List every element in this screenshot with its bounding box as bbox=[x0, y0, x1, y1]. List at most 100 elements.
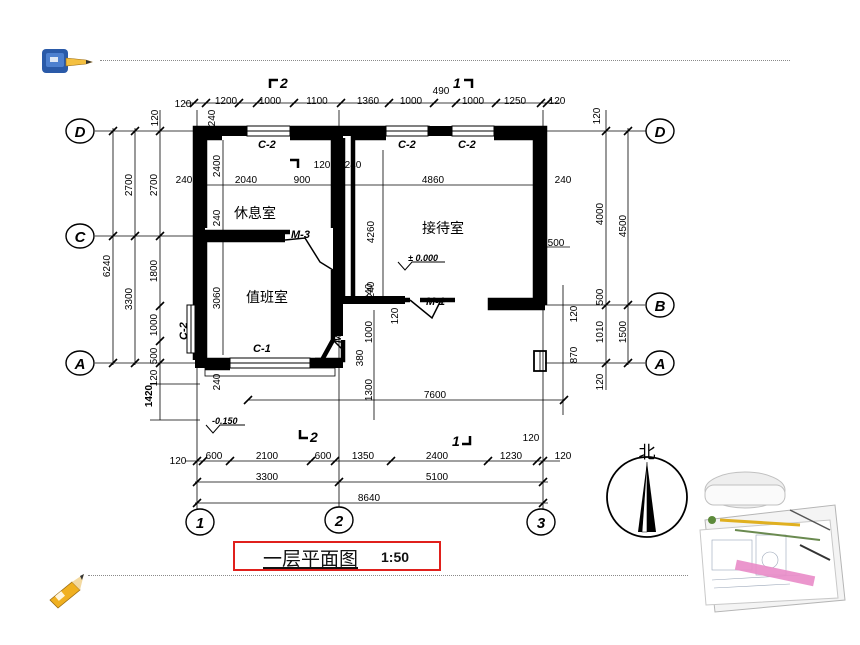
axis-b-right: B bbox=[655, 298, 666, 315]
dim-interior: 1000 bbox=[364, 320, 375, 343]
dim-bottom: 120 bbox=[523, 433, 540, 444]
dim-interior: 380 bbox=[355, 349, 366, 366]
section-1-bottom: 1 bbox=[452, 433, 460, 449]
stoop bbox=[204, 350, 547, 377]
dim-top: 490 bbox=[433, 86, 450, 97]
dim-bottom: 600 bbox=[315, 451, 332, 462]
dim-right: 120 bbox=[592, 107, 603, 124]
dim-interior: 120 bbox=[314, 160, 331, 171]
north-label: 北 bbox=[639, 443, 656, 463]
dim-interior: 240 bbox=[364, 283, 375, 300]
dim-right: 870 bbox=[569, 346, 580, 363]
axis-2: 2 bbox=[334, 513, 344, 530]
wall-poche bbox=[195, 126, 545, 368]
dim-left: 120 bbox=[149, 369, 160, 386]
dimension-ticks bbox=[108, 98, 633, 508]
dim-interior: 240 bbox=[366, 281, 377, 298]
dim-left: 6240 bbox=[102, 254, 113, 277]
dim-left: 3300 bbox=[124, 287, 135, 310]
dim-top: 1200 bbox=[215, 96, 238, 107]
dim-interior: 4860 bbox=[422, 175, 445, 186]
level-outdoor: -0.150 bbox=[212, 416, 238, 426]
pencil-icon bbox=[49, 574, 84, 609]
section-2-bottom: 2 bbox=[309, 429, 318, 445]
dim-left: 1000 bbox=[149, 313, 160, 336]
axis-1: 1 bbox=[196, 515, 204, 532]
dim-left: 1420 bbox=[144, 384, 155, 407]
north-arrow-icon bbox=[606, 456, 688, 538]
drawing-scale: 1:50 bbox=[381, 549, 410, 565]
dim-top: 1360 bbox=[357, 96, 380, 107]
drafting-tools-icon bbox=[699, 471, 846, 613]
dim-bottom-mid: 5100 bbox=[426, 472, 449, 483]
dim-interior: 120 bbox=[390, 307, 401, 324]
dim-right: 1010 bbox=[595, 320, 606, 343]
book-pencil-icon bbox=[42, 49, 93, 73]
dim-bottom: 120 bbox=[170, 456, 187, 467]
level-symbols bbox=[205, 261, 445, 434]
dim-right: 4000 bbox=[595, 202, 606, 225]
room-duty: 值班室 bbox=[246, 289, 288, 306]
dim-top: 1250 bbox=[504, 96, 527, 107]
dim-bottom: 600 bbox=[206, 451, 223, 462]
dim-top: 120 bbox=[549, 96, 566, 107]
dim-bottom: 120 bbox=[555, 451, 572, 462]
dim-interior: 240 bbox=[555, 175, 572, 186]
room-reception: 接待室 bbox=[422, 220, 464, 237]
axis-c-left: C bbox=[75, 229, 87, 246]
dim-bottom: 1350 bbox=[352, 451, 375, 462]
window-c2-left: C-2 bbox=[178, 322, 190, 340]
dim-interior: 500 bbox=[548, 238, 565, 249]
dim-interior: 240 bbox=[212, 209, 223, 226]
axis-a-right: A bbox=[654, 356, 666, 373]
axis-d-left: D bbox=[75, 124, 86, 141]
section-1-top: 1 bbox=[453, 75, 461, 91]
dim-bottom-mid: 3300 bbox=[256, 472, 279, 483]
dim-right: 4500 bbox=[618, 214, 629, 237]
section-mark-lines bbox=[268, 78, 474, 446]
dim-top: 1100 bbox=[306, 96, 328, 107]
dim-left: 2700 bbox=[124, 173, 135, 196]
dim-top: 1000 bbox=[462, 96, 485, 107]
doors bbox=[284, 237, 456, 351]
dim-bottom: 2100 bbox=[256, 451, 279, 462]
window-c1: C-1 bbox=[253, 343, 271, 355]
dim-top: 240 bbox=[207, 109, 218, 126]
dim-interior: 7600 bbox=[424, 390, 447, 401]
window-c2-b: C-2 bbox=[398, 139, 416, 151]
door-m2: M-2 bbox=[332, 324, 344, 343]
dim-interior: 900 bbox=[294, 175, 311, 186]
dim-interior: 4260 bbox=[366, 220, 377, 243]
dim-left: 2700 bbox=[149, 173, 160, 196]
door-m3: M-3 bbox=[291, 229, 310, 241]
dim-right: 1500 bbox=[618, 320, 629, 343]
windows bbox=[186, 125, 495, 369]
dim-right: 500 bbox=[595, 288, 606, 305]
axis-d-right: D bbox=[655, 124, 666, 141]
dim-left: 120 bbox=[150, 109, 161, 126]
dim-bottom: 2400 bbox=[426, 451, 449, 462]
dim-bottom: 1230 bbox=[500, 451, 523, 462]
section-2-top: 2 bbox=[279, 75, 288, 91]
room-rest: 休息室 bbox=[234, 205, 276, 222]
window-c2-c: C-2 bbox=[458, 139, 476, 151]
dim-left: 1800 bbox=[149, 259, 160, 282]
door-m1: M-1 bbox=[426, 296, 445, 308]
dim-right: 120 bbox=[569, 305, 580, 322]
dim-interior: 240 bbox=[176, 175, 193, 186]
dim-interior: 3060 bbox=[212, 286, 223, 309]
dim-interior: 240 bbox=[212, 373, 223, 390]
dim-interior: 1300 bbox=[364, 378, 375, 401]
axis-3: 3 bbox=[537, 515, 546, 532]
drawing-title-box: 一层平面图 1:50 bbox=[233, 541, 441, 571]
dim-interior: 240 bbox=[345, 160, 362, 171]
dim-right: 120 bbox=[595, 373, 606, 390]
dim-interior: 2040 bbox=[235, 175, 258, 186]
level-floor: ± 0.000 bbox=[408, 253, 438, 263]
drawing-title: 一层平面图 bbox=[263, 548, 359, 570]
dim-left: 500 bbox=[149, 347, 160, 364]
top-dotted-rule bbox=[100, 60, 790, 61]
dim-bottom-total: 8640 bbox=[358, 493, 381, 504]
dim-top: 1000 bbox=[259, 96, 282, 107]
